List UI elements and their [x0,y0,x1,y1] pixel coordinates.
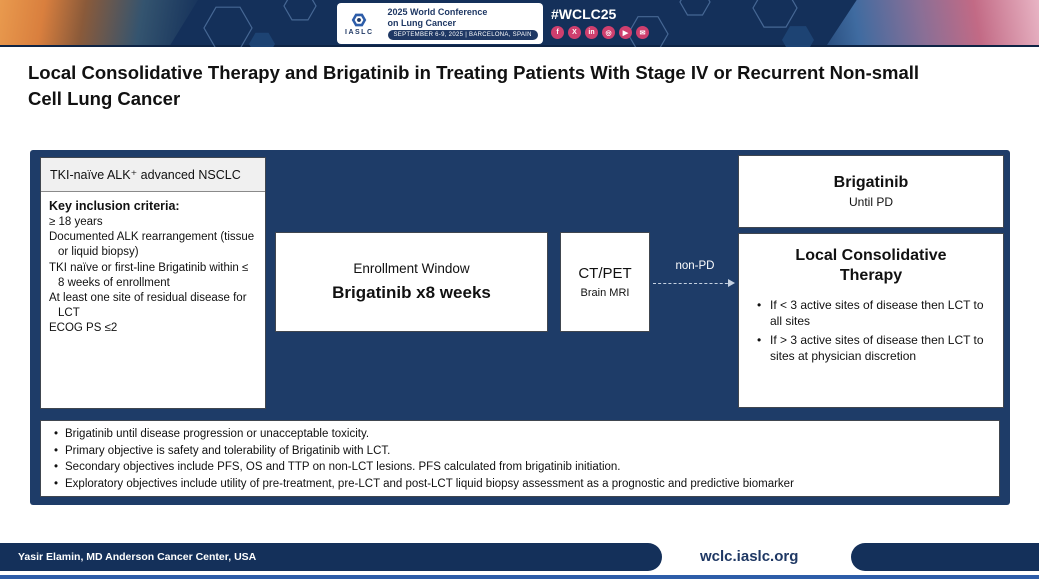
conference-banner: IASLC 2025 World Conference on Lung Canc… [0,0,1039,47]
social-icon-row: f X in ◎ ▶ ✉ [551,26,649,39]
enrollment-window-label: Enrollment Window [353,261,470,276]
objective-item: Primary objective is safety and tolerabi… [51,444,989,460]
imaging-box: CT/PET Brain MRI [560,232,650,332]
inclusion-item: TKI naïve or first-line Brigatinib withi… [49,261,249,289]
x-twitter-icon: X [568,26,581,39]
conference-website: wclc.iaslc.org [700,548,799,565]
flow-arrow [653,279,735,287]
hexagon-decoration [203,0,814,47]
inclusion-subtitle: Key inclusion criteria: [49,199,180,213]
enrollment-window-box: Enrollment Window Brigatinib x8 weeks [275,232,548,332]
youtube-icon: ▶ [619,26,632,39]
linkedin-icon: in [585,26,598,39]
conference-dates: SEPTEMBER 6-9, 2025 | BARCELONA, SPAIN [387,29,538,40]
inclusion-criteria-list: ≥ 18 years Documented ALK rearrangement … [49,215,257,336]
facebook-icon: f [551,26,564,39]
instagram-icon: ◎ [602,26,615,39]
conference-title-line1: 2025 World Conference [387,7,488,18]
inclusion-box-body: Key inclusion criteria: ≥ 18 years Docum… [41,192,265,343]
slide-title: Local Consolidative Therapy and Brigatin… [28,62,920,109]
lct-bullet: If < 3 active sites of disease then LCT … [757,298,993,329]
inclusion-box-header: TKI-naïve ALK⁺ advanced NSCLC [41,158,265,192]
brigatinib-label: Brigatinib [833,174,909,191]
brain-mri-label: Brain MRI [580,287,630,299]
author-name: Yasir Elamin, MD Anderson Cancer Center,… [18,551,257,563]
lct-bullet-list: If < 3 active sites of disease then LCT … [739,298,1003,364]
objective-item: Exploratory objectives include utility o… [51,477,989,493]
barcelona-photo-right [827,0,1039,45]
brigatinib-8weeks-label: Brigatinib x8 weeks [332,283,491,302]
objectives-box: Brigatinib until disease progression or … [40,420,1000,497]
iaslc-logo: IASLC [345,12,374,36]
inclusion-item: ≥ 18 years [49,216,103,228]
conference-title-line2: on Lung Cancer [387,17,457,28]
inclusion-criteria-box: TKI-naïve ALK⁺ advanced NSCLC Key inclus… [40,157,266,409]
iaslc-wclc-logo: IASLC 2025 World Conference on Lung Canc… [337,3,543,44]
until-pd-label: Until PD [848,195,893,209]
inclusion-item: At least one site of residual disease fo… [49,291,247,320]
brigatinib-box: Brigatinib Until PD [738,155,1004,228]
objective-item: Secondary objectives include PFS, OS and… [51,460,989,476]
footer-right-bar [851,543,1039,571]
lct-box: Local Consolidative Therapy If < 3 activ… [738,233,1004,408]
iaslc-hexagon-icon [351,13,367,26]
arrow-head-icon [728,279,735,287]
conference-logo-text: 2025 World Conference on Lung Cancer SEP… [387,7,538,40]
inclusion-item: Documented ALK rearrangement (tissue or … [49,231,255,259]
footer-divider-line [0,575,1039,579]
non-pd-label: non-PD [675,260,715,272]
objective-item: Brigatinib until disease progression or … [51,427,989,443]
objectives-list: Brigatinib until disease progression or … [41,421,999,499]
author-banner: Yasir Elamin, MD Anderson Cancer Center,… [0,543,662,571]
lct-title: Local Consolidative Therapy [795,247,947,284]
ct-pet-label: CT/PET [578,265,632,282]
email-icon: ✉ [636,26,649,39]
hashtag-wclc25: #WCLC25 [551,6,617,22]
barcelona-photo-left [0,0,198,45]
study-schema: TKI-naïve ALK⁺ advanced NSCLC Key inclus… [30,150,1010,505]
iaslc-label: IASLC [345,28,374,36]
lct-bullet: If > 3 active sites of disease then LCT … [757,333,993,364]
inclusion-item: ECOG PS ≤2 [49,322,118,335]
